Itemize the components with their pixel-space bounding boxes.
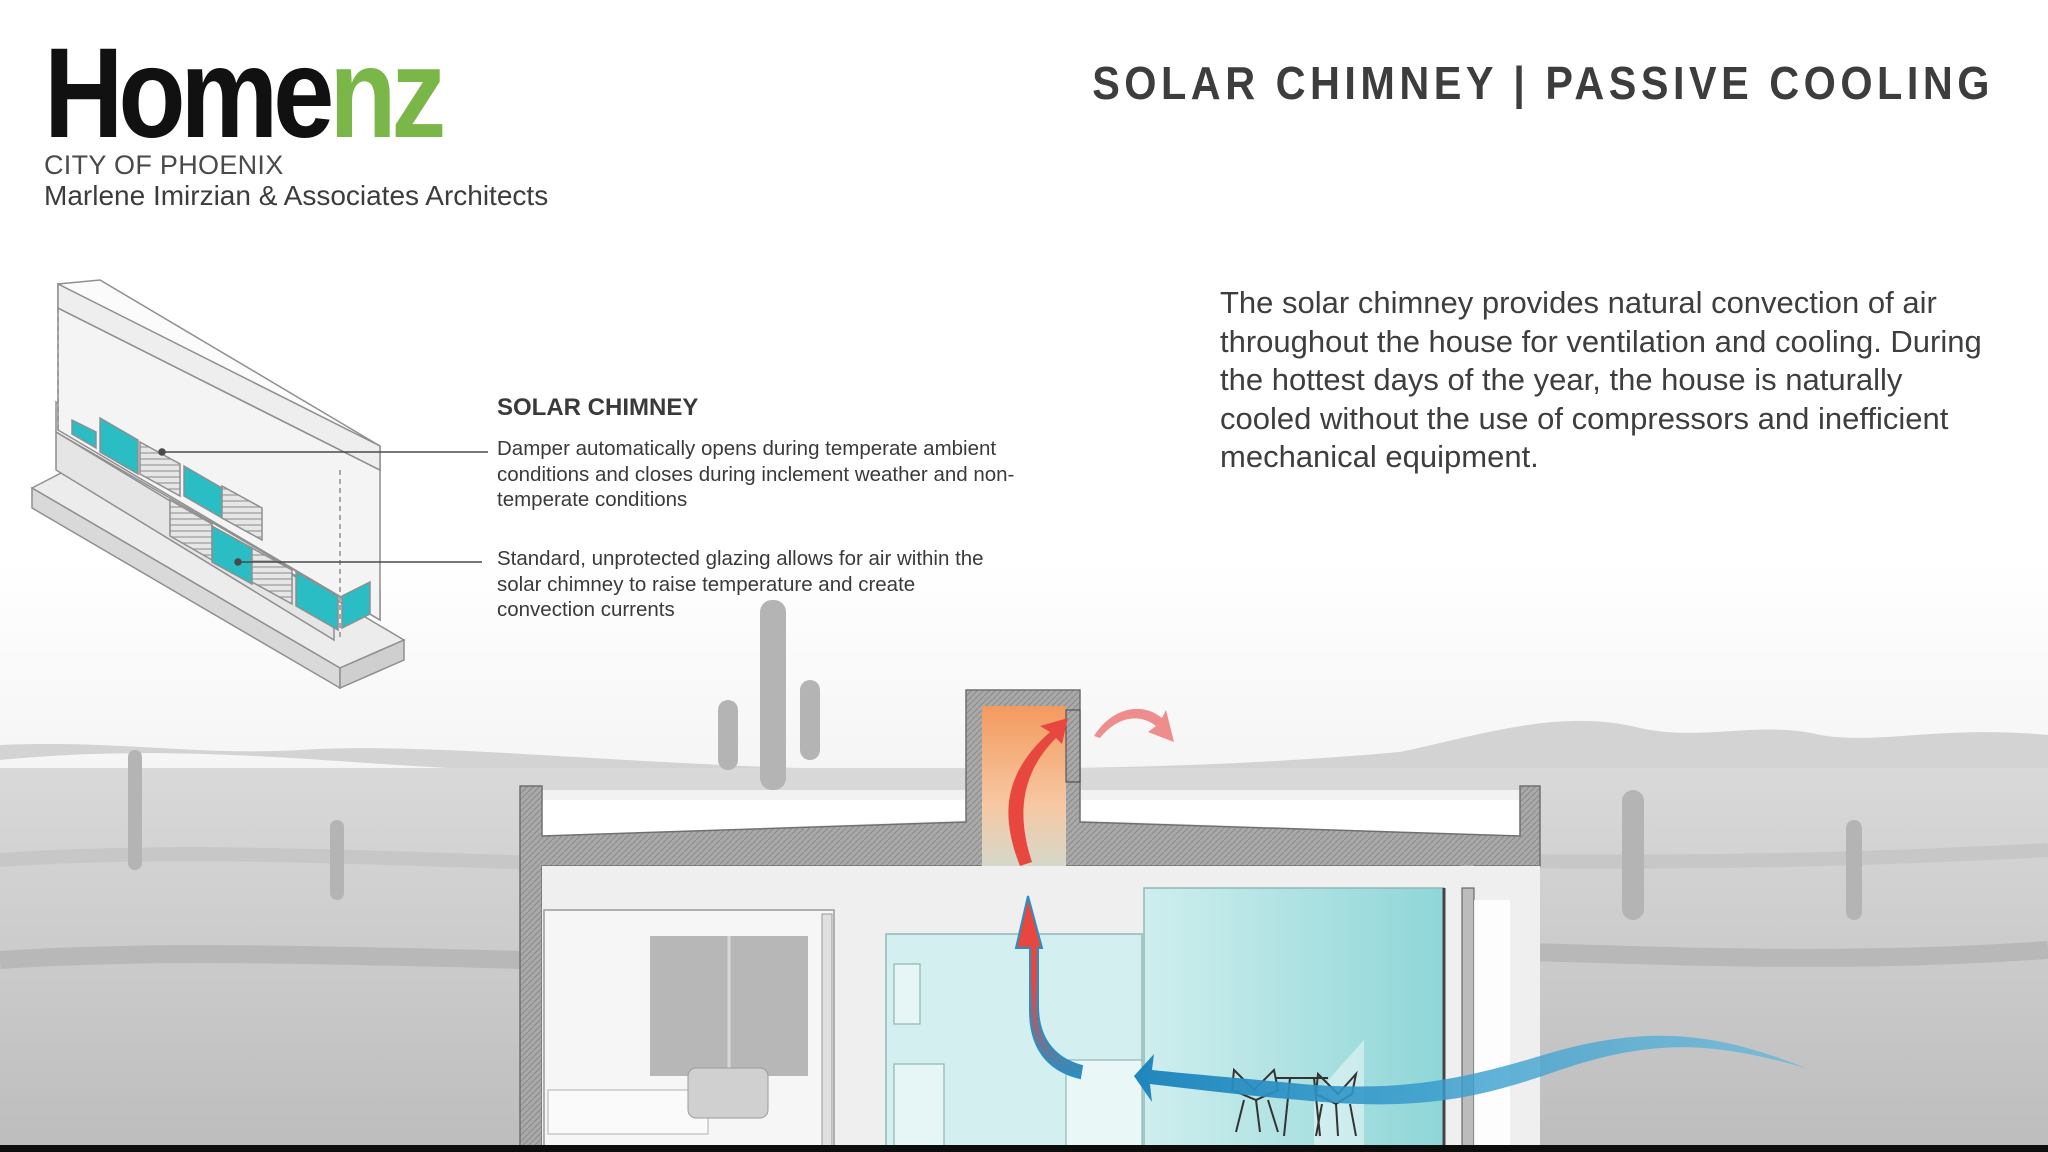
logo-nz-text: nz xyxy=(329,22,446,165)
logo-home-text: Home xyxy=(44,22,334,165)
city-label: CITY OF PHOENIX xyxy=(44,150,284,180)
isometric-chimney-model xyxy=(30,279,406,690)
rising-air-arrow xyxy=(1014,895,1084,1080)
page-title: SOLAR CHIMNEY | PASSIVE COOLING xyxy=(1092,57,1994,109)
description-paragraph: The solar chimney provides natural conve… xyxy=(1220,285,1982,474)
callout-leader-lines xyxy=(158,448,488,566)
homenz-logo: Homenz xyxy=(44,30,446,158)
bottom-bar xyxy=(0,1145,2048,1152)
firm-label: Marlene Imirzian & Associates Architects xyxy=(44,180,549,211)
cool-air-arrow xyxy=(1134,1035,1806,1105)
outflow-arrow xyxy=(1094,708,1174,742)
damper-callout: Damper automatically opens during temper… xyxy=(497,437,1015,512)
airflow-arrows xyxy=(1008,708,1806,1105)
chimney-exhaust-arrow xyxy=(1008,718,1068,866)
glazing-callout: Standard, unprotected glazing allows for… xyxy=(497,547,984,622)
callout-title: SOLAR CHIMNEY xyxy=(497,394,699,421)
brand-block: Homenz CITY OF PHOENIX Marlene Imirzian … xyxy=(44,30,548,212)
